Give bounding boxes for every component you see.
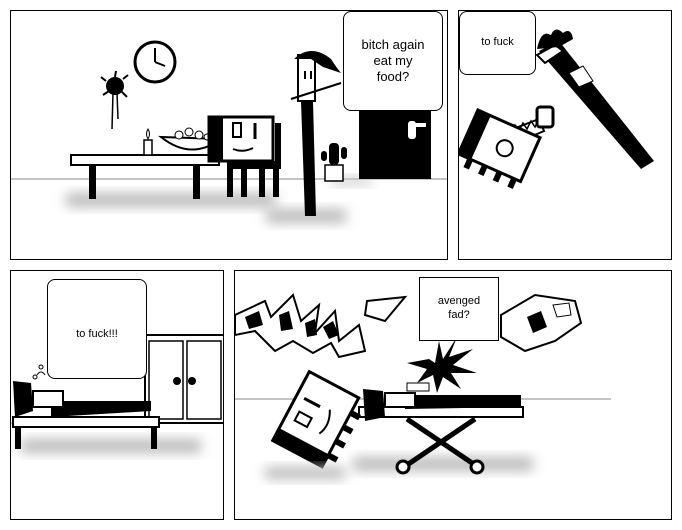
cactus-icon (321, 143, 347, 182)
comic-panel-2: to fuck (458, 10, 672, 260)
graffiti-art (235, 293, 583, 359)
table-shadow (66, 193, 276, 207)
speech-text: bitch again eat my food? (361, 36, 425, 85)
speech-bubble: to fuck (459, 11, 536, 75)
wall-clock-icon (133, 40, 177, 84)
lying-man (363, 382, 521, 421)
comic-panel-1: bitch again eat my food? (10, 10, 448, 260)
chair (227, 123, 281, 197)
plant-shadow (331, 177, 371, 185)
speech-text: avenged fad? (437, 295, 481, 321)
starburst-icon (407, 337, 477, 393)
bed-shadow (21, 439, 201, 453)
cabinet (144, 334, 223, 424)
speech-text: to fuck (481, 36, 514, 49)
table (70, 154, 220, 199)
stretcher (358, 406, 524, 475)
stretcher-shadow (353, 457, 533, 471)
candle-icon (143, 128, 153, 156)
panel-1-scene (11, 40, 447, 223)
speech-bubble: avenged fad? (419, 277, 499, 341)
bed (12, 416, 160, 449)
speech-bubble: bitch again eat my food? (343, 11, 443, 111)
box-character (207, 115, 275, 163)
ink-splat-icon (100, 70, 129, 130)
panel-2-scene (459, 29, 654, 190)
axe-icon (535, 29, 654, 169)
box-shadow (265, 467, 345, 479)
lying-man (13, 364, 151, 417)
comic-panel-3: to fuck!!! (10, 270, 224, 520)
door (359, 111, 431, 179)
speech-bubble: to fuck!!! (47, 279, 147, 379)
speech-text: to fuck!!! (76, 328, 118, 341)
comic-panel-4: avenged fad? (234, 270, 672, 520)
box-character (270, 369, 361, 469)
standing-man (290, 51, 342, 216)
panel-4-scene (235, 293, 611, 479)
box-character (459, 108, 543, 190)
panel-3-scene (11, 283, 223, 453)
